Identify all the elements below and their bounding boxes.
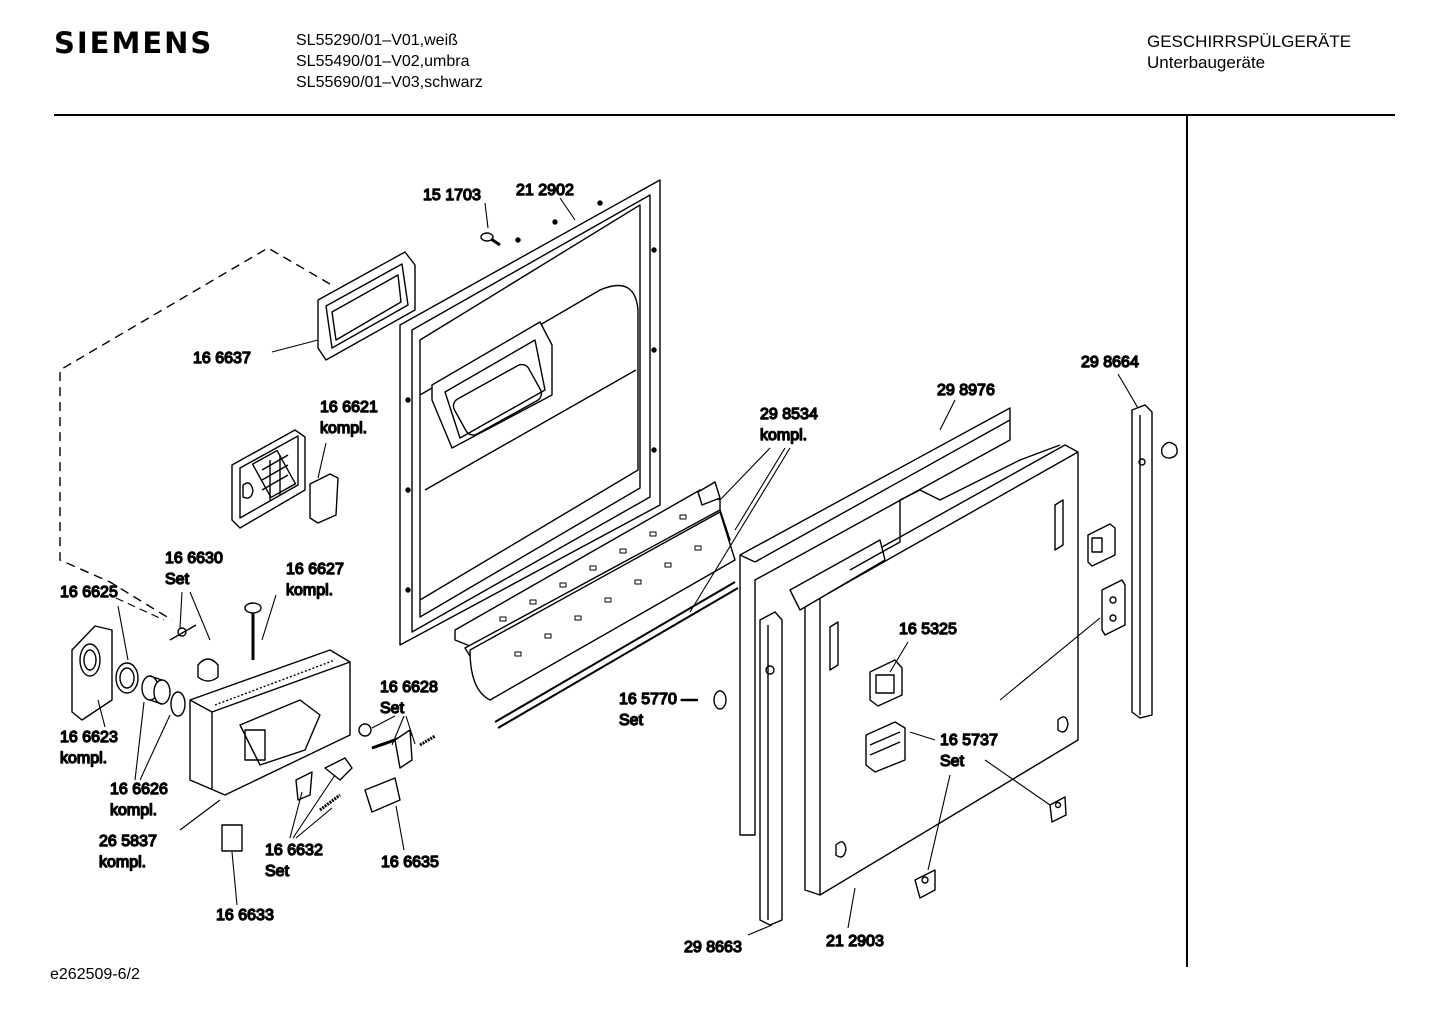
part-label: 29 8976 — [937, 382, 995, 399]
part-label: 16 6633 — [216, 907, 274, 924]
model-line: SL55690/01–V03,schwarz — [296, 74, 483, 91]
mounting-clip — [865, 721, 906, 773]
screw-151703 — [480, 232, 501, 247]
leader-lines — [97, 197, 1139, 936]
inner-door-panel — [399, 179, 661, 646]
decor-panel — [739, 407, 1011, 836]
pin-bolt — [244, 602, 262, 660]
part-label: 29 8663 — [684, 939, 742, 956]
part-label: 16 6635 — [381, 854, 439, 871]
micro-switch — [364, 777, 401, 813]
seal-frame — [317, 251, 416, 361]
control-strip — [454, 481, 739, 729]
side-rail-right — [1131, 404, 1178, 719]
side-rail-left — [759, 611, 783, 926]
model-line: SL55490/01–V02,umbra — [296, 53, 470, 70]
spring-clip-set — [295, 757, 353, 812]
part-label: 21 2903 — [826, 933, 884, 950]
assembly-guide-dashed — [59, 247, 331, 621]
spring-set — [169, 624, 197, 641]
slider-parts — [371, 729, 436, 769]
side-divider — [1186, 116, 1188, 967]
o-ring — [170, 691, 186, 717]
part-label: 29 8664 — [1081, 354, 1139, 371]
part-label: 16 5770 —Set — [619, 691, 697, 729]
hinge-plate — [1101, 579, 1126, 636]
ball — [358, 723, 372, 737]
model-list: SL55290/01–V01,weiß SL55490/01–V02,umbra… — [296, 30, 483, 93]
part-label: 21 2902 — [516, 182, 574, 199]
category-block: GESCHIRRSPÜLGERÄTE Unterbaugeräte — [1147, 31, 1351, 73]
lock-cylinder — [141, 675, 171, 705]
cap-plug — [713, 690, 727, 710]
part-label: 15 1703 — [423, 187, 481, 204]
part-label: 16 6625 — [60, 584, 118, 601]
hinge-bracket — [1087, 523, 1116, 567]
model-line: SL55290/01–V01,weiß — [296, 32, 458, 49]
mounting-foot-right — [1049, 796, 1067, 823]
category-subtitle: Unterbaugeräte — [1147, 53, 1266, 72]
handle-cover — [71, 625, 113, 721]
part-label: 16 5325 — [899, 621, 957, 638]
part-label: 16 6637 — [193, 350, 251, 367]
brand-logo: SIEMENS — [54, 26, 214, 60]
strip-slots — [499, 514, 702, 657]
category-title: GESCHIRRSPÜLGERÄTE — [1147, 32, 1352, 51]
small-plate — [221, 824, 243, 852]
lever-arm — [197, 658, 219, 682]
header-divider — [54, 114, 1395, 116]
drawing-id: e262509-6/2 — [50, 966, 140, 983]
outer-door-panel — [789, 444, 1079, 896]
gasket-ring-inner — [119, 667, 135, 689]
mounting-foot-left — [914, 869, 936, 899]
control-housing — [189, 649, 351, 796]
dispenser-insert — [231, 429, 339, 529]
latch-clip — [869, 659, 903, 707]
